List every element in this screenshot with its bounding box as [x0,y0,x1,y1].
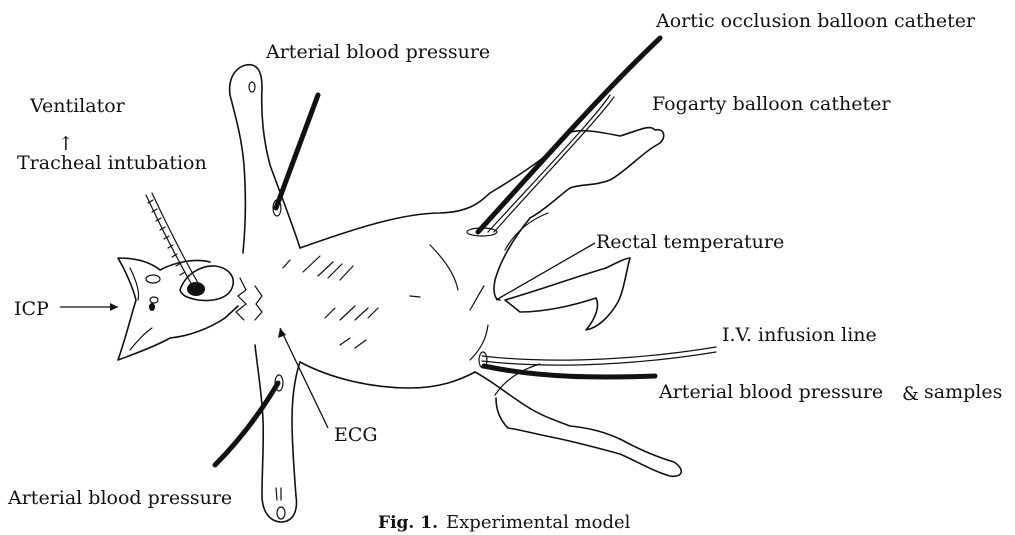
arterial-line-lower [215,383,278,465]
caption-number: Fig. 1. [378,513,438,533]
arterial-bp-bottom-label: Arterial blood pressure [7,487,232,509]
arterial-samples-line [484,366,655,377]
samples-amp: & [902,383,919,405]
fogarty-catheter-label: Fogarty balloon catheter [652,93,891,115]
arterial-bp-top-label: Arterial blood pressure [265,41,490,63]
aortic-catheter-label: Aortic occlusion balloon catheter [655,10,976,32]
fogarty-line-b [494,97,614,232]
ventilator-label: Ventilator [29,95,126,117]
rectal-temperature-label: Rectal temperature [596,231,784,253]
icp-label: ICP [14,298,49,320]
arterial-line-upper [276,95,318,208]
iv-infusion-label: I.V. infusion line [722,324,877,346]
caption-title: Experimental model [446,512,631,533]
tracheal-tube-hatching [148,200,185,275]
samples-label: samples [924,381,1002,403]
arterial-bp-samples-label: Arterial blood pressure [658,381,883,403]
pointers [60,243,595,428]
fogarty-line-a [488,95,610,232]
rectal-pointer [496,243,595,300]
fur-marks [283,245,484,348]
ecg-pointer [280,328,328,428]
aortic-catheter-line [478,38,660,232]
ecg-label: ECG [334,424,378,446]
cat-body-outline [118,65,681,522]
tracheal-intubation-label: Tracheal intubation [17,152,207,174]
iv-line-a [482,347,716,360]
